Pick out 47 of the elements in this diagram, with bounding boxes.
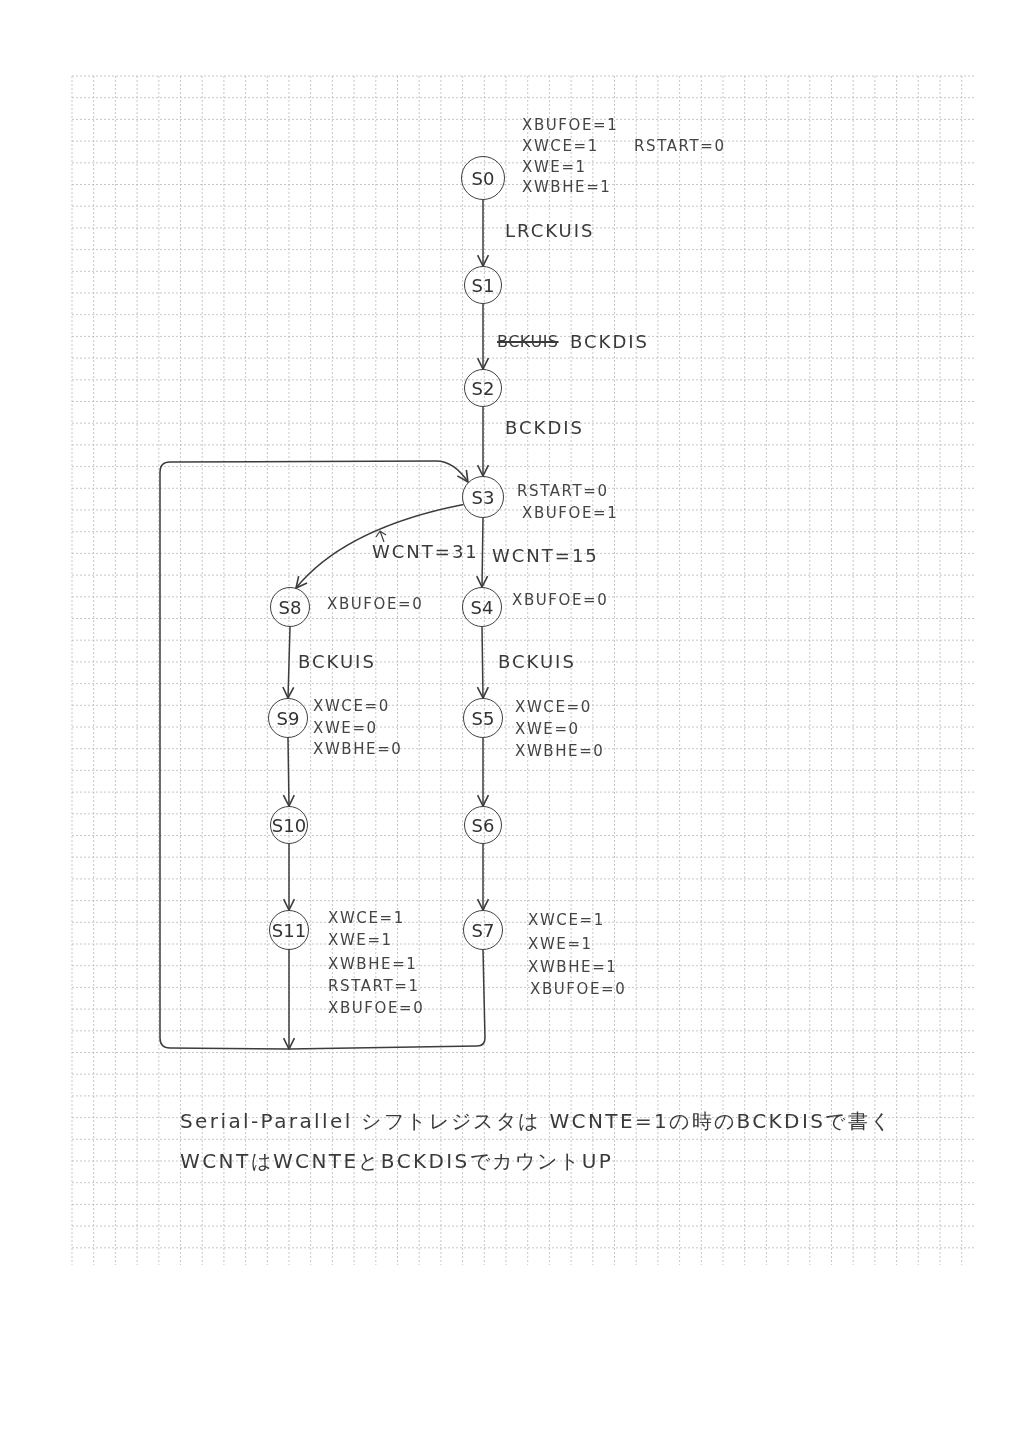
edge-label: BCKUIS <box>498 651 576 673</box>
output-assignment: XWCE=1 <box>522 137 599 155</box>
output-assignment: RSTART=1 <box>328 977 420 995</box>
output-assignment: RSTART=0 <box>634 137 726 155</box>
edge-label: BCKUIS <box>298 651 376 673</box>
output-assignment: XWE=0 <box>515 720 580 738</box>
output-assignment: XBUFOE=0 <box>327 595 424 613</box>
arrow <box>475 517 489 588</box>
output-assignment: XBUFOE=0 <box>530 980 627 998</box>
output-assignment: XWCE=0 <box>515 698 592 716</box>
edge-label: LRCKUIS <box>505 220 595 242</box>
arrow <box>282 949 296 1050</box>
output-assignment: XWBHE=0 <box>313 740 403 758</box>
edge-label: BCKDIS <box>505 417 584 439</box>
output-assignment: XWCE=1 <box>328 909 405 927</box>
arrow <box>476 406 490 477</box>
arrow <box>476 843 490 911</box>
output-assignment: RSTART=0 <box>517 482 609 500</box>
output-assignment: XWE=1 <box>528 935 593 953</box>
arrow <box>282 737 296 807</box>
note-text: WCNTはWCNTEとBCKDISでカウントUP <box>180 1148 614 1174</box>
arrow <box>476 737 490 807</box>
edge-label: BCKDIS <box>570 331 649 353</box>
output-assignment: XWBHE=0 <box>515 742 605 760</box>
output-assignment: XBUFOE=0 <box>512 591 609 609</box>
arrow <box>159 460 469 1050</box>
arrow <box>295 503 465 589</box>
output-assignment: XBUFOE=1 <box>522 116 619 134</box>
output-assignment: XWBHE=1 <box>528 958 618 976</box>
output-assignment: XWE=0 <box>313 719 378 737</box>
output-assignment: XBUFOE=1 <box>522 504 619 522</box>
arrow <box>282 626 295 699</box>
output-assignment: XWBHE=1 <box>328 955 418 973</box>
crossed-out-text: BCKUIS <box>497 331 559 353</box>
arrow <box>476 303 490 370</box>
arrow <box>476 199 490 267</box>
edge-label: WCNT=15 <box>492 545 599 567</box>
edge-label: WCNT=31 <box>372 541 479 563</box>
output-assignment: XWE=1 <box>328 931 393 949</box>
output-assignment: XWCE=0 <box>313 697 390 715</box>
output-assignment: XBUFOE=0 <box>328 999 425 1017</box>
arrow <box>476 626 490 699</box>
output-assignment: XWCE=1 <box>528 911 605 929</box>
output-assignment: XWE=1 <box>522 158 587 176</box>
arrow <box>282 843 296 911</box>
output-assignment: XWBHE=1 <box>522 178 612 196</box>
note-text: Serial-Parallel シフトレジスタは WCNTE=1の時のBCKDISで書く <box>180 1108 893 1134</box>
